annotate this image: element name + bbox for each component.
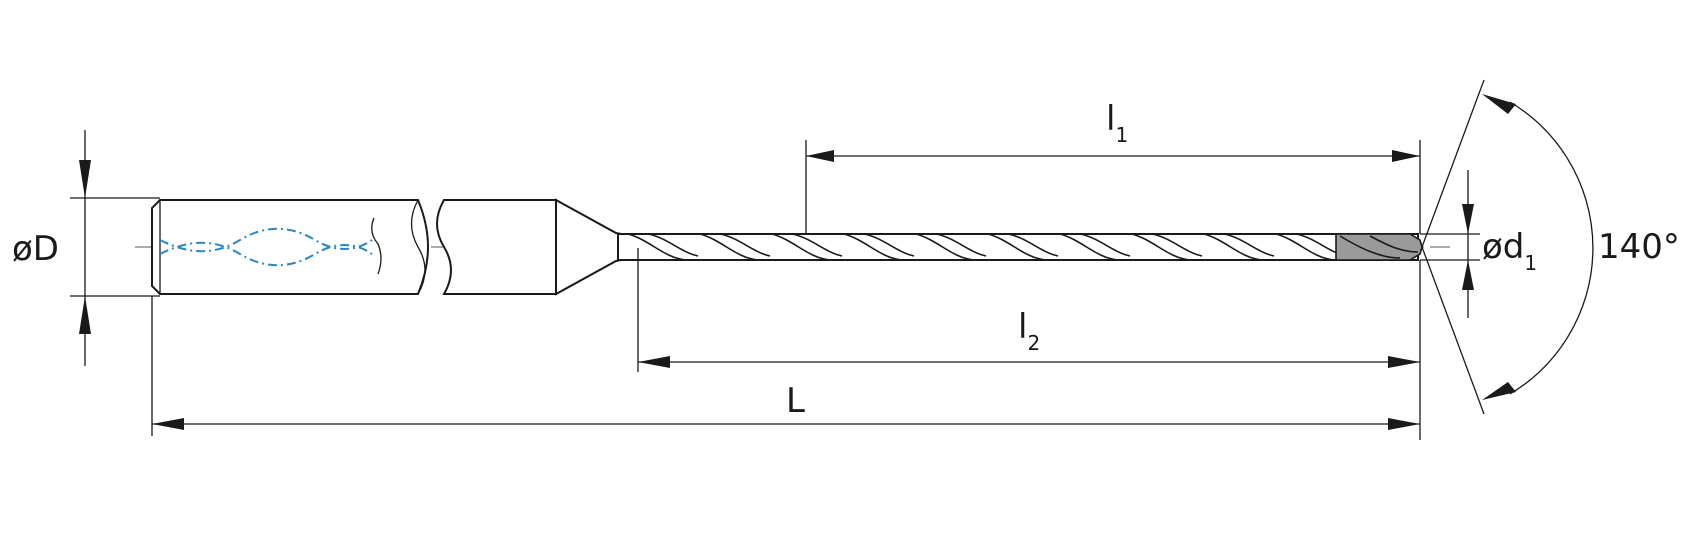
coolant-channel <box>159 241 373 267</box>
coolant-channel <box>159 227 373 253</box>
dimension-shank-diameter <box>70 130 160 366</box>
drill-body <box>617 233 1419 261</box>
dimension-point-angle <box>1421 79 1594 415</box>
label-flute-length: l1 <box>1106 99 1128 147</box>
dimension-tip-diameter <box>1420 170 1480 318</box>
dimension-flute-length <box>805 140 1421 234</box>
label-usable-length: l2 <box>1018 307 1040 355</box>
dimension-overall-length <box>151 296 1420 436</box>
shank <box>151 199 452 295</box>
dimension-usable-length <box>637 248 1421 440</box>
shank-end <box>436 198 627 296</box>
label-shank-diameter: øD <box>12 229 59 269</box>
label-tip-diameter: ød1 <box>1482 227 1537 275</box>
label-overall-length: L <box>786 381 805 421</box>
label-point-angle: 140° <box>1598 227 1680 267</box>
drill-tip <box>1335 233 1423 261</box>
